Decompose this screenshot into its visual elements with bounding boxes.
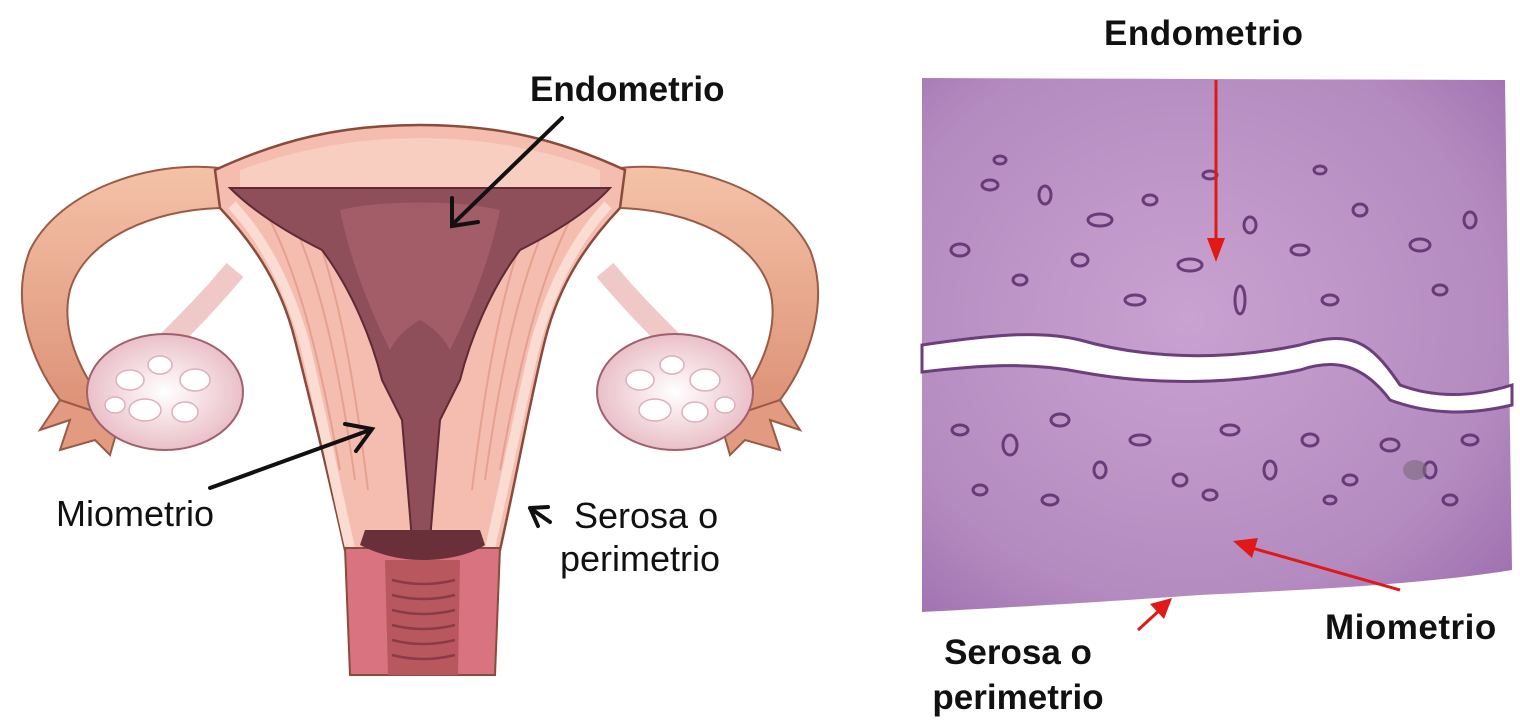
left-endometrio-label: Endometrio (530, 70, 724, 110)
right-serosa-line1: Serosa o (918, 630, 1118, 675)
left-serosa-line1: Serosa o (560, 494, 720, 537)
right-endometrio-label: Endometrio (1104, 14, 1303, 54)
left-miometrio-label: Miometrio (56, 494, 214, 534)
right-miometrio-label: Miometrio (1325, 608, 1497, 648)
right-serosa-line2: perimetrio (918, 675, 1118, 720)
serosa-arrow (530, 507, 550, 526)
left-serosa-line2: perimetrio (560, 537, 720, 580)
right-serosa-label: Serosa o perimetrio (918, 630, 1118, 720)
right-ovary (597, 334, 753, 450)
left-ovary (87, 334, 243, 450)
uterus-illustration (22, 125, 818, 675)
left-serosa-label: Serosa o perimetrio (560, 494, 720, 580)
